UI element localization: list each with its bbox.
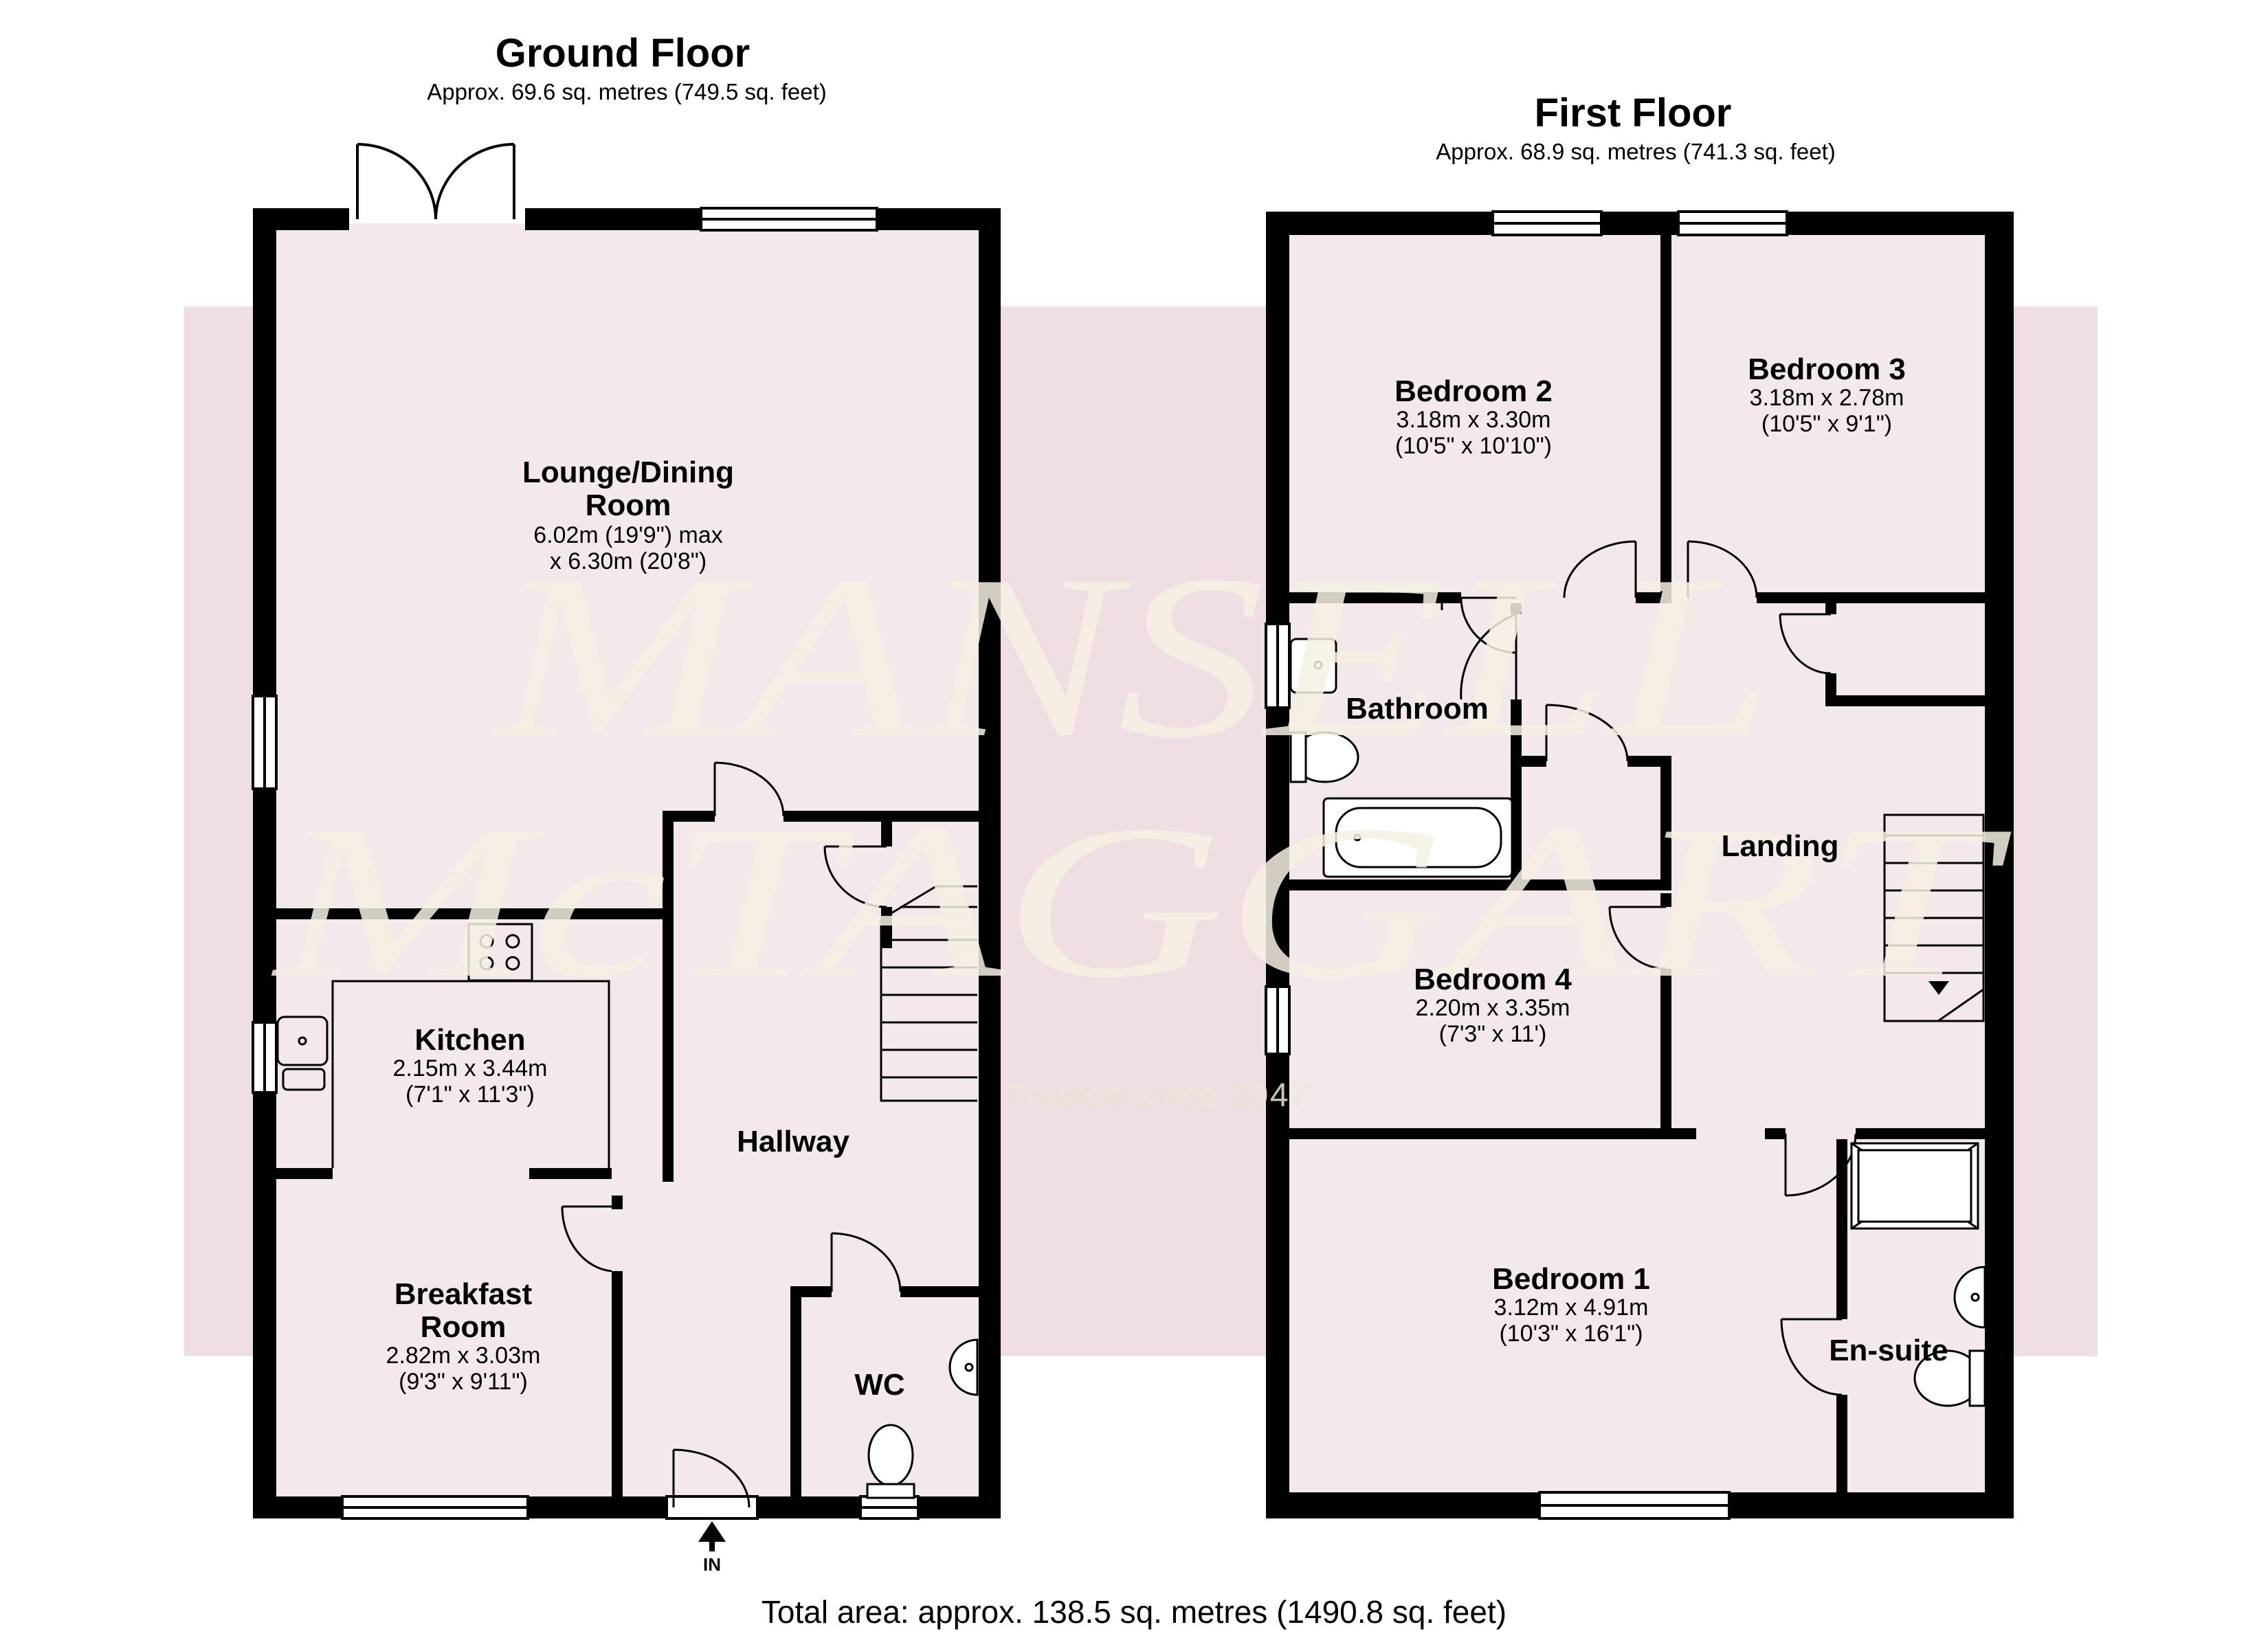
kitchen-dimension-line1: 2.15m x 3.44m [393,1055,548,1081]
first-floor-title: First Floor [1535,91,1732,135]
ground-staircase [880,885,977,1102]
hallway-name: Hallway [737,1125,849,1158]
wc-fixtures [866,1338,979,1499]
french-doors [356,143,515,220]
watermark-line1: MANSELL [490,527,1773,786]
kitchen-counter [276,923,610,1168]
ground-outer-walls [253,208,1001,1518]
bathroom-door [1460,613,1517,700]
bedroom2-dimension-line1: 3.18m x 3.30m [1397,407,1551,433]
ground-floor-title: Ground Floor [496,31,751,76]
wc-name: WC [854,1368,904,1402]
first-doors [1441,540,1857,1396]
bedroom4-dimension-line2: (7'3" x 11') [1439,1021,1547,1047]
bedroom3-dimension-line2: (10'5" x 9'1") [1761,411,1892,437]
breakfast-dimension-line2: (9'3" x 9'11") [399,1369,528,1395]
watermark-tagline: Trusted since 1947 [1005,1077,1309,1114]
bathroom-name: Bathroom [1346,692,1489,726]
bedroom1-dimension-line1: 3.12m x 4.91m [1494,1294,1649,1321]
watermark-line2: McTAGGART [270,781,2014,1024]
first-floor-area: Approx. 68.9 sq. metres (741.3 sq. feet) [1436,139,1835,164]
bedroom4-dimension-line1: 2.20m x 3.35m [1416,995,1570,1021]
first-staircase [1883,814,1985,1022]
bathroom-fixtures [1289,638,1513,878]
room-bedroom-3: Bedroom 3 3.18m x 2.78m (10'5" x 9'1") [1748,352,1906,437]
bedroom4-name: Bedroom 4 [1414,963,1572,996]
ground-windows [252,207,920,1520]
bedroom2-name: Bedroom 2 [1394,374,1553,408]
bedroom3-name: Bedroom 3 [1748,352,1906,386]
kitchen-name: Kitchen [414,1023,525,1057]
landing-name: Landing [1721,829,1838,863]
lounge-name-line1: Lounge/Dining [522,456,734,489]
ensuite-fixtures [1850,1142,1986,1407]
watermark: MANSELL McTAGGART Trusted since 1947 [270,527,2014,1114]
ground-floor [252,143,1001,1551]
first-interior-walls [1289,235,1985,1492]
breakfast-name-line2: Room [421,1310,507,1344]
ground-interior-walls [276,811,979,1505]
bedroom3-dimension-line1: 3.18m x 2.78m [1750,385,1904,411]
ground-floor-fill [275,223,993,1508]
room-bedroom-2: Bedroom 2 3.18m x 3.30m (10'5" x 10'10") [1394,374,1553,459]
room-bedroom-1: Bedroom 1 3.12m x 4.91m (10'3" x 16'1") [1492,1262,1650,1347]
bedroom1-name: Bedroom 1 [1492,1262,1650,1296]
first-floor [1265,210,2014,1520]
room-bedroom-4: Bedroom 4 2.20m x 3.35m (7'3" x 11') [1414,963,1572,1047]
total-area: Total area: approx. 138.5 sq. metres (14… [761,1594,1507,1630]
room-kitchen: Kitchen 2.15m x 3.44m (7'1" x 11'3") [393,1023,548,1108]
breakfast-name-line1: Breakfast [394,1277,533,1311]
bedroom1-dimension-line2: (10'3" x 16'1") [1499,1321,1643,1347]
entrance-label: IN [703,1554,721,1575]
ground-floor-area: Approx. 69.6 sq. metres (749.5 sq. feet) [427,79,826,104]
breakfast-dimension-line1: 2.82m x 3.03m [386,1343,541,1369]
room-breakfast: Breakfast Room 2.82m x 3.03m (9'3" x 9'1… [386,1277,541,1395]
entrance-arrow-icon [698,1521,726,1551]
ensuite-name: En-suite [1829,1334,1948,1367]
room-lounge-dining: Lounge/Dining Room 6.02m (19'9") max x 6… [522,456,734,574]
stair-arrow-icon [1928,981,1949,995]
lounge-dimension-line1: 6.02m (19'9") max [533,522,723,548]
ground-doors [561,761,902,1508]
kitchen-dimension-line2: (7'1" x 11'3") [405,1081,535,1108]
first-windows [1265,210,1788,1520]
lounge-dimension-line2: x 6.30m (20'8") [550,548,707,574]
lounge-name-line2: Room [586,489,671,522]
first-outer-walls [1266,212,2014,1518]
bedroom2-dimension-line2: (10'5" x 10'10") [1395,433,1552,459]
